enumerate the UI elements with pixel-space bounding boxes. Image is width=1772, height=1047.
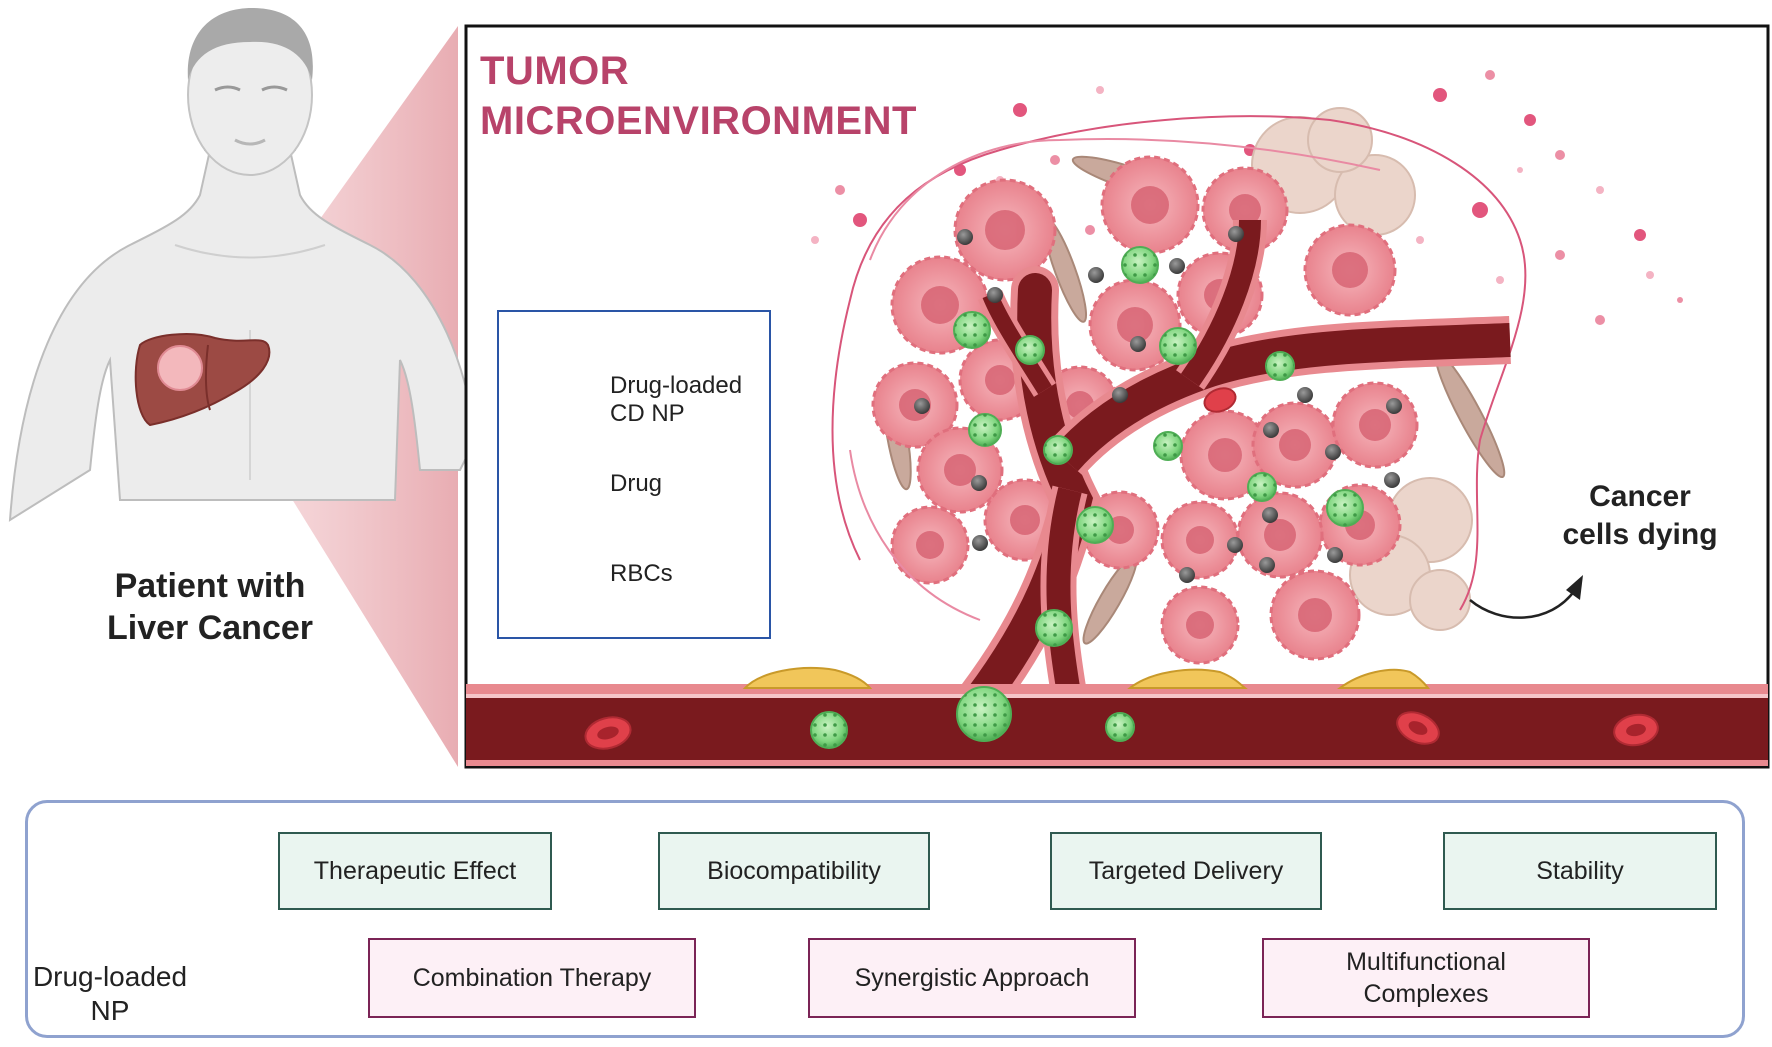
nanoparticles: [810, 246, 1364, 749]
rbc-cells: [584, 387, 1659, 750]
dying-line1: Cancer: [1589, 480, 1691, 513]
legend-nanoparticle-line2: CD NP: [610, 400, 685, 427]
patient-label-line2: Liver Cancer: [107, 609, 313, 647]
tme-title-line1: TUMOR: [480, 49, 630, 93]
vessel-branches: [956, 219, 1511, 724]
multifunctional-line2: Complexes: [1363, 980, 1489, 1008]
benefit-stability: Stability: [1443, 832, 1717, 910]
patient-label: Patient with Liver Cancer: [60, 565, 360, 649]
liver-tumor: [157, 345, 203, 391]
liver-icon: [134, 333, 271, 427]
endothelial-cells: [742, 667, 1431, 689]
bottom-np-label: Drug-loaded NP: [25, 960, 195, 1028]
benefit-biocompatibility: Biocompatibility: [658, 832, 930, 910]
multifunctional-line1: Multifunctional: [1346, 948, 1506, 976]
legend-drug-label: Drug: [610, 470, 663, 497]
tme-title-line2: MICROENVIRONMENT: [480, 99, 917, 143]
approach-combination-therapy: Combination Therapy: [368, 938, 696, 1018]
legend-nanoparticle-line1: Drug-loaded: [610, 372, 743, 399]
tumor-fibers: [831, 115, 1527, 621]
exosome-dots: [811, 70, 1683, 325]
dying-arrow: [1469, 589, 1577, 619]
benefit-targeted-delivery: Targeted Delivery: [1050, 832, 1322, 910]
benefit-therapeutic-effect: Therapeutic Effect: [278, 832, 552, 910]
bottom-np-line2: NP: [90, 995, 130, 1026]
dying-line2: cells dying: [1562, 518, 1718, 551]
cancer-cells-dying-label: Cancer cells dying: [1540, 478, 1740, 554]
drug-molecules: [914, 226, 1402, 583]
patient-figure: [8, 8, 477, 522]
patient-label-line1: Patient with: [114, 567, 306, 605]
approach-synergistic: Synergistic Approach: [808, 938, 1136, 1018]
bottom-np-line1: Drug-loaded: [32, 961, 188, 992]
legend-box: [497, 310, 771, 639]
legend-rbc-label: RBCs: [610, 560, 673, 587]
approach-multifunctional-complexes: Multifunctional Complexes: [1262, 938, 1590, 1018]
dying-arrow-head: [1566, 575, 1583, 600]
tme-title: TUMOR MICROENVIRONMENT: [480, 46, 917, 146]
legend-nanoparticle-label: Drug-loaded CD NP: [610, 372, 742, 428]
